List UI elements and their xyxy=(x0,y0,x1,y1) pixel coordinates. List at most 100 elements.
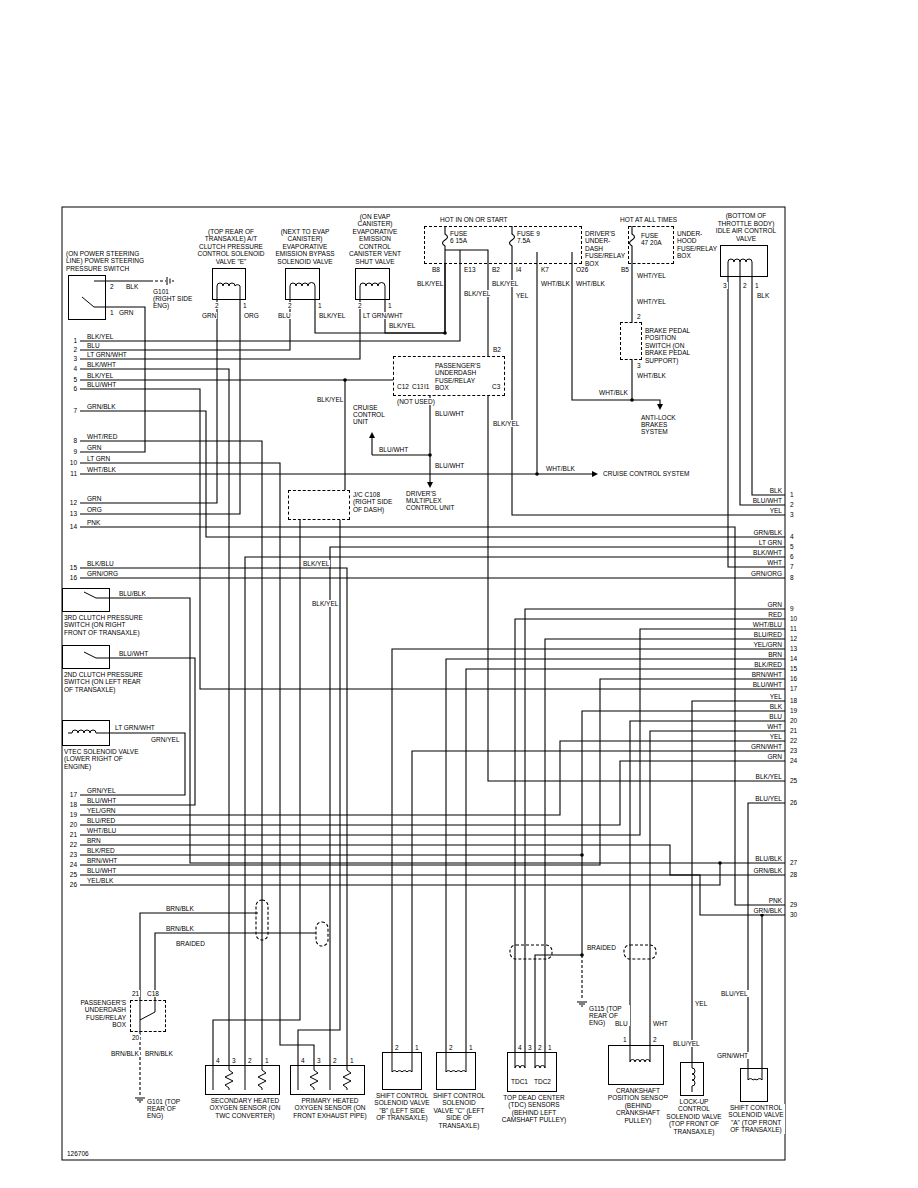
wire-label: 1 xyxy=(387,302,393,309)
wire-label: 20 xyxy=(131,1034,140,1041)
wire-connector xyxy=(345,380,393,490)
wire-path xyxy=(135,1098,145,1102)
wire-path xyxy=(692,701,785,1062)
wire-label: 4 xyxy=(215,1057,221,1064)
wire-path xyxy=(150,280,166,281)
wire-path xyxy=(392,1052,412,1072)
wire-color: BLK xyxy=(769,487,783,494)
pin-number: 5 xyxy=(789,543,795,550)
component-label: SECONDARY HEATED OXYGEN SENSOR (ON TWC C… xyxy=(202,1097,288,1119)
wire-path xyxy=(80,854,582,855)
wire-path xyxy=(139,1032,140,1096)
component-box: PRIMARY HEATED OXYGEN SENSOR (ON FRONT E… xyxy=(290,1065,365,1095)
wire-color: GRN/BLK xyxy=(86,403,117,410)
wire-label: C18 xyxy=(146,990,160,997)
wire-label: LT GRN/WHT xyxy=(362,312,404,319)
wire-color: BLU/RED xyxy=(86,817,116,824)
wire-path xyxy=(510,945,552,959)
wire-path xyxy=(80,411,785,537)
wire-color: BRN/WHT xyxy=(751,671,783,678)
wire-label: BLK/YEL xyxy=(311,600,339,607)
wire-path xyxy=(372,454,430,455)
wire-label: BLU/WHT xyxy=(118,650,149,657)
pin-number: 15 xyxy=(789,665,798,672)
wire-color: BLK/YEL xyxy=(86,333,114,340)
wire-color: BLK/YEL xyxy=(755,773,783,780)
component-label: VTEC SOLENOID VALVE (LOWER RIGHT OF ENGI… xyxy=(63,748,145,770)
wire-label: BLK/YEL xyxy=(463,290,491,297)
wire-path xyxy=(80,379,345,380)
dashed-wires xyxy=(140,281,656,1096)
wire-color: GRN/BLK xyxy=(752,867,783,874)
wire-path xyxy=(650,731,785,1045)
wire-color: YEL xyxy=(769,693,783,700)
wire-color: BLU/WHT xyxy=(86,381,117,388)
wire-label: BLK/YEL xyxy=(316,396,344,403)
wire-color: GRN xyxy=(86,444,102,451)
wire-color: GRN/BLK xyxy=(752,529,783,536)
wire-color: WHT/RED xyxy=(86,433,118,440)
wire-color: BRN/WHT xyxy=(86,857,118,864)
wire-path xyxy=(748,803,785,1068)
wire-label: 4 xyxy=(300,1057,306,1064)
wire-path xyxy=(298,1065,351,1090)
wire-label: WHT/BLK xyxy=(575,280,606,287)
wire-label: 1 xyxy=(754,282,760,289)
wire-color: YEL xyxy=(769,733,783,740)
pin-number: 23 xyxy=(69,851,78,858)
component-box: 2ND CLUTCH PRESSURE SWITCH (ON LEFT REAR… xyxy=(62,645,110,669)
pin-number: 2 xyxy=(72,346,78,353)
wire-path xyxy=(748,1068,762,1080)
wire-label: 2 xyxy=(448,1044,454,1051)
wire-color: GRN/YEL xyxy=(86,787,117,794)
wire-path xyxy=(718,861,722,865)
component-label: (NEXT TO EVAP CANISTER) EVAPORATIVE EMIS… xyxy=(269,228,341,265)
wire-label: WHT/YEL xyxy=(636,272,667,279)
wire-color: WHT xyxy=(766,559,783,566)
pin-number: 30 xyxy=(789,911,798,918)
wire-label: 1 xyxy=(622,1036,628,1043)
wire-label: FUSE 9 7.5A xyxy=(516,230,542,244)
wire-color: BLK/RED xyxy=(86,847,116,854)
component-box: CRANKSHAFT POSITION SENSOR (BEHIND CRANK… xyxy=(608,1045,664,1085)
wire-path xyxy=(752,277,785,495)
wire-label: 2 xyxy=(287,302,293,309)
pin-number: 27 xyxy=(789,859,798,866)
wire-color: GRN xyxy=(767,601,783,608)
wire-path xyxy=(360,283,385,301)
pin-number: 10 xyxy=(789,615,798,622)
wire-label: WHT/BLK xyxy=(545,465,576,472)
wire-color: GRN/ORG xyxy=(86,570,119,577)
wire-path xyxy=(445,250,488,264)
wire-path xyxy=(429,396,430,482)
wire-label: K7 xyxy=(540,266,550,273)
wire-color: GRN xyxy=(86,495,102,502)
pin-number: 24 xyxy=(789,757,798,764)
pin-number: 19 xyxy=(69,811,78,818)
pin-number: 9 xyxy=(72,448,78,455)
component-box: LOCK-UP CONTROL SOLENOID VALVE (TOP FRON… xyxy=(680,1062,704,1096)
wire-label: ORG xyxy=(243,312,260,319)
wire-path xyxy=(512,264,785,515)
wire-color: WHT/BLU xyxy=(86,827,117,834)
pin-number: 4 xyxy=(789,533,795,540)
pin-number: 19 xyxy=(789,707,798,714)
wire-label: 2 xyxy=(742,282,748,289)
wire-path xyxy=(536,264,537,474)
wire-path xyxy=(443,226,448,264)
pin-number: 25 xyxy=(69,871,78,878)
pin-number: 26 xyxy=(789,799,798,806)
wire-path xyxy=(316,922,328,946)
pin-number: 11 xyxy=(789,625,798,632)
pin-number: 8 xyxy=(72,437,78,444)
wire-label: BLU/WHT xyxy=(434,462,465,469)
component-label: TOP DEAD CENTER (TDC) SENSORS (BEHIND LE… xyxy=(496,1094,572,1124)
wires xyxy=(80,226,785,1068)
wire-label: BLK/YEL xyxy=(416,280,444,287)
wire-path xyxy=(80,629,785,835)
wire-color: BLU/WHT xyxy=(86,797,117,804)
wire-label: 1 xyxy=(264,1057,270,1064)
wire-path xyxy=(428,453,432,457)
component-label: (ON POWER STEERING LINE) POWER STEERING … xyxy=(65,250,149,272)
wire-path xyxy=(84,592,110,598)
